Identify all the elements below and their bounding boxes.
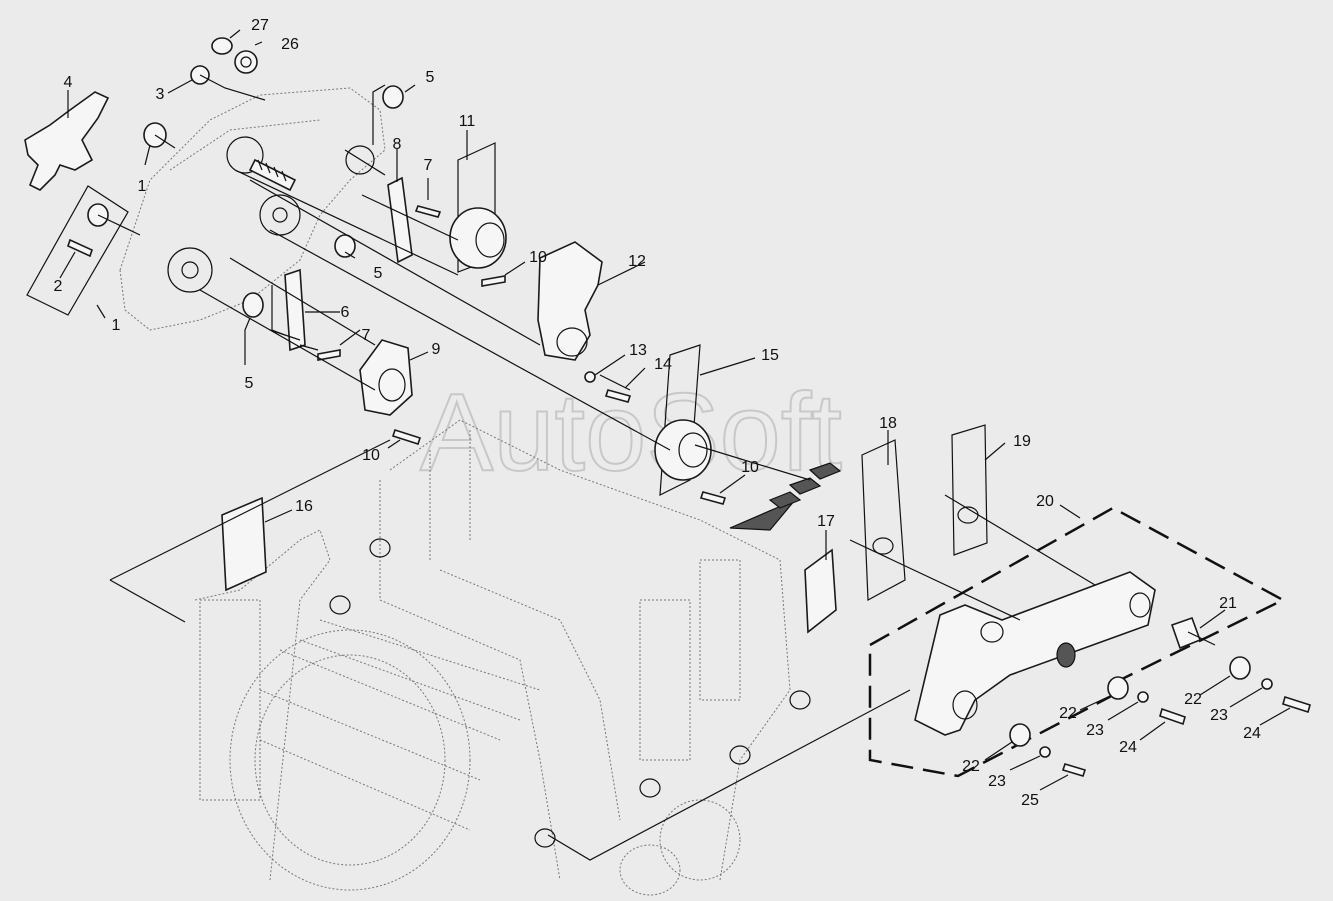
slider-part-6 <box>284 268 306 352</box>
washer-part-23c <box>1039 746 1051 758</box>
washer-part-22c <box>1009 723 1031 747</box>
plate-part-19 <box>951 424 988 556</box>
bolt-part-2 <box>67 238 93 258</box>
callout-labels: 27 26 3 4 1 1 2 5 5 5 6 7 7 8 9 10 10 10… <box>54 17 1261 809</box>
callout-10a: 10 <box>529 249 547 266</box>
cover-part-12 <box>537 241 603 361</box>
callout-1b: 1 <box>112 317 121 334</box>
callout-12: 12 <box>628 253 646 270</box>
bracket-part-17 <box>804 548 837 634</box>
callout-5b: 5 <box>374 265 383 282</box>
callout-23b: 23 <box>1210 707 1228 724</box>
callout-2: 2 <box>54 278 63 295</box>
bushing-part-21 <box>1170 616 1202 650</box>
callout-22b: 22 <box>1184 691 1202 708</box>
slider-part-8 <box>387 176 413 264</box>
inset-box-1 <box>26 185 129 316</box>
screw-part-10c <box>699 491 727 505</box>
plate-part-18 <box>861 439 906 601</box>
screw-part-10a <box>481 275 506 287</box>
washer-part-22a <box>1107 676 1129 700</box>
callout-10c: 10 <box>741 459 759 476</box>
assembly-lines <box>97 74 1216 861</box>
oring-part-5a <box>382 85 404 109</box>
callout-6: 6 <box>341 304 350 321</box>
callout-27: 27 <box>251 17 269 34</box>
callout-3: 3 <box>156 86 165 103</box>
callout-26: 26 <box>281 36 299 53</box>
callout-20: 20 <box>1036 493 1054 510</box>
callout-23a: 23 <box>1086 722 1104 739</box>
callout-24a: 24 <box>1119 739 1137 756</box>
bracket-part-4 <box>24 91 110 191</box>
callout-1a: 1 <box>138 178 147 195</box>
callout-4: 4 <box>64 74 73 91</box>
callout-leaders <box>59 29 1291 791</box>
arm-part-20 <box>914 571 1156 736</box>
screw-part-7b <box>317 349 341 361</box>
bearing-part-15 <box>654 419 712 481</box>
screw-part-14 <box>604 389 632 403</box>
callout-9: 9 <box>432 341 441 358</box>
callout-23c: 23 <box>988 773 1006 790</box>
callout-14: 14 <box>654 356 672 373</box>
callout-21: 21 <box>1219 595 1237 612</box>
callout-24b: 24 <box>1243 725 1261 742</box>
bolt-part-24b <box>1282 695 1311 714</box>
washer-part-23a <box>1137 691 1149 703</box>
washer-part-22b <box>1229 656 1251 680</box>
callout-19: 19 <box>1013 433 1031 450</box>
bolt-part-24a <box>1159 707 1186 726</box>
callout-15: 15 <box>761 347 779 364</box>
callout-8: 8 <box>393 136 402 153</box>
screw-part-10b <box>391 428 422 446</box>
washer-part-13 <box>584 371 596 383</box>
callout-10b: 10 <box>362 447 380 464</box>
plate-part-16 <box>221 496 267 592</box>
oring-part-5c <box>242 292 264 318</box>
washer-part-23b <box>1261 678 1273 690</box>
callout-16: 16 <box>295 498 313 515</box>
callout-13: 13 <box>629 342 647 359</box>
callout-5c: 5 <box>245 375 254 392</box>
callout-17: 17 <box>817 513 835 530</box>
callout-11: 11 <box>459 113 476 130</box>
callout-22a: 22 <box>1059 705 1077 722</box>
rotor-frame <box>194 419 811 896</box>
watermark: AutoSoft <box>420 371 842 494</box>
bearing-plate-part-9 <box>359 339 413 416</box>
ring-part-27 <box>211 37 233 55</box>
callout-7b: 7 <box>362 327 371 344</box>
oring-part-5b <box>334 234 356 258</box>
callout-18: 18 <box>879 415 897 432</box>
bearing-part-11 <box>449 207 507 269</box>
callout-22c: 22 <box>962 758 980 775</box>
callout-5a: 5 <box>426 69 435 86</box>
screw-part-7a <box>414 205 442 218</box>
bearing-part-26 <box>234 50 258 74</box>
bolt-part-25 <box>1061 763 1087 777</box>
callout-7a: 7 <box>424 157 433 174</box>
callout-25: 25 <box>1021 792 1039 809</box>
